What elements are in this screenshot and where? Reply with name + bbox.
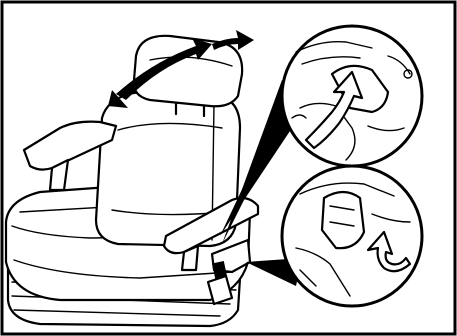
release-lever-detail (282, 166, 422, 306)
recline-lever-detail (282, 26, 422, 166)
